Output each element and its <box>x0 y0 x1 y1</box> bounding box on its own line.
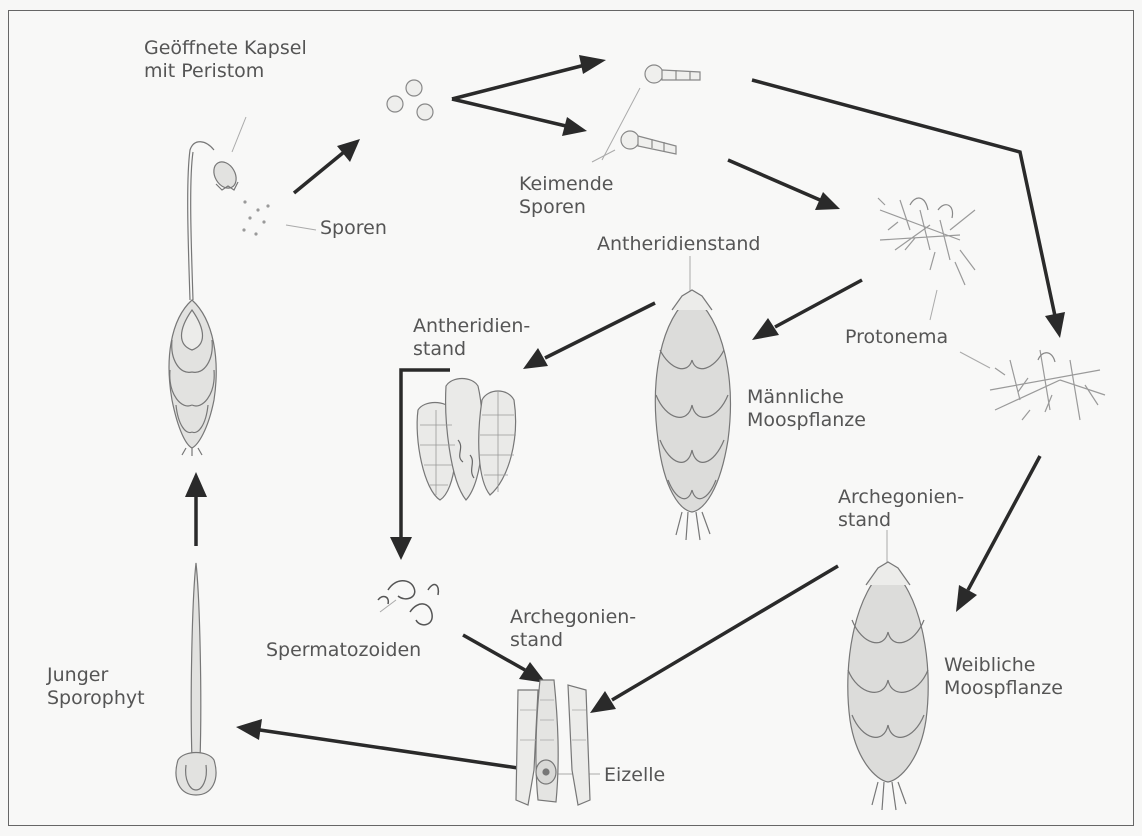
arrowhead <box>1045 312 1065 338</box>
arrowhead <box>590 691 616 713</box>
antheridia <box>417 379 516 501</box>
label-germinating-spores: Keimende Sporen <box>519 173 613 219</box>
arrow-spores-to-germ-upper <box>452 65 585 99</box>
label-antheridienstand: Antheridienstand <box>597 233 760 256</box>
arrow-male-to-antheridien <box>545 303 655 358</box>
male-moss-plant <box>655 290 730 540</box>
sporophyte-with-capsule <box>169 142 241 456</box>
label-protonema: Protonema <box>845 326 948 349</box>
arrow-female-to-archegonium <box>612 566 838 700</box>
arrow-germ-to-protonema <box>728 160 820 200</box>
label-archegonien-stand-mid: Archegonien- stand <box>510 606 636 652</box>
label-female-plant: Weibliche Moospflanze <box>944 654 1063 700</box>
label-young-sporophyte: Junger Sporophyt <box>47 664 145 710</box>
female-moss-plant <box>848 562 928 810</box>
arrow-sporen-to-spores <box>294 152 344 193</box>
label-male-plant: Männliche Moospflanze <box>747 386 866 432</box>
arrowhead <box>390 537 412 560</box>
label-antheridien-stand: Antheridien- stand <box>413 315 530 361</box>
label-egg-cell: Eizelle <box>604 764 665 787</box>
arrow-protonema-to-male <box>775 280 862 327</box>
arrowhead <box>562 117 587 136</box>
arrowhead <box>185 472 207 497</box>
spores <box>387 80 433 120</box>
arrowhead <box>752 318 779 340</box>
arrowhead <box>956 585 977 612</box>
young-sporophyte <box>176 563 216 795</box>
spore-dots <box>242 200 269 235</box>
arrowhead <box>236 719 262 740</box>
germinating-spores <box>621 65 700 154</box>
protonema-lower <box>990 350 1105 420</box>
label-archegonien-stand-right: Archegonien- stand <box>838 486 964 532</box>
label-spores: Sporen <box>320 217 387 240</box>
arrow-spores-to-germ-lower <box>452 99 566 126</box>
spermatozoids <box>378 581 438 625</box>
label-spermatozoids: Spermatozoiden <box>266 639 421 662</box>
arrow-protonema-to-female <box>968 456 1040 590</box>
arrowhead <box>579 55 606 74</box>
protonema-upper <box>878 198 975 285</box>
arrow-archegonium-to-sporophyte <box>260 730 518 768</box>
arrowhead <box>337 139 360 162</box>
label-capsule: Geöffnete Kapsel mit Peristom <box>144 37 307 83</box>
arrow-germ-to-protonema-right <box>752 80 1055 316</box>
archegonium <box>516 680 590 805</box>
